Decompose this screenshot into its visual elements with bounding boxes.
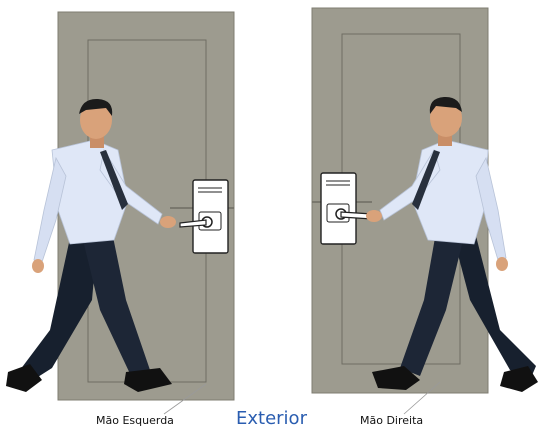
right-hand-label: Mão Direita — [360, 414, 423, 427]
left-hand-label: Mão Esquerda — [96, 414, 174, 427]
exterior-label: Exterior — [236, 408, 307, 429]
